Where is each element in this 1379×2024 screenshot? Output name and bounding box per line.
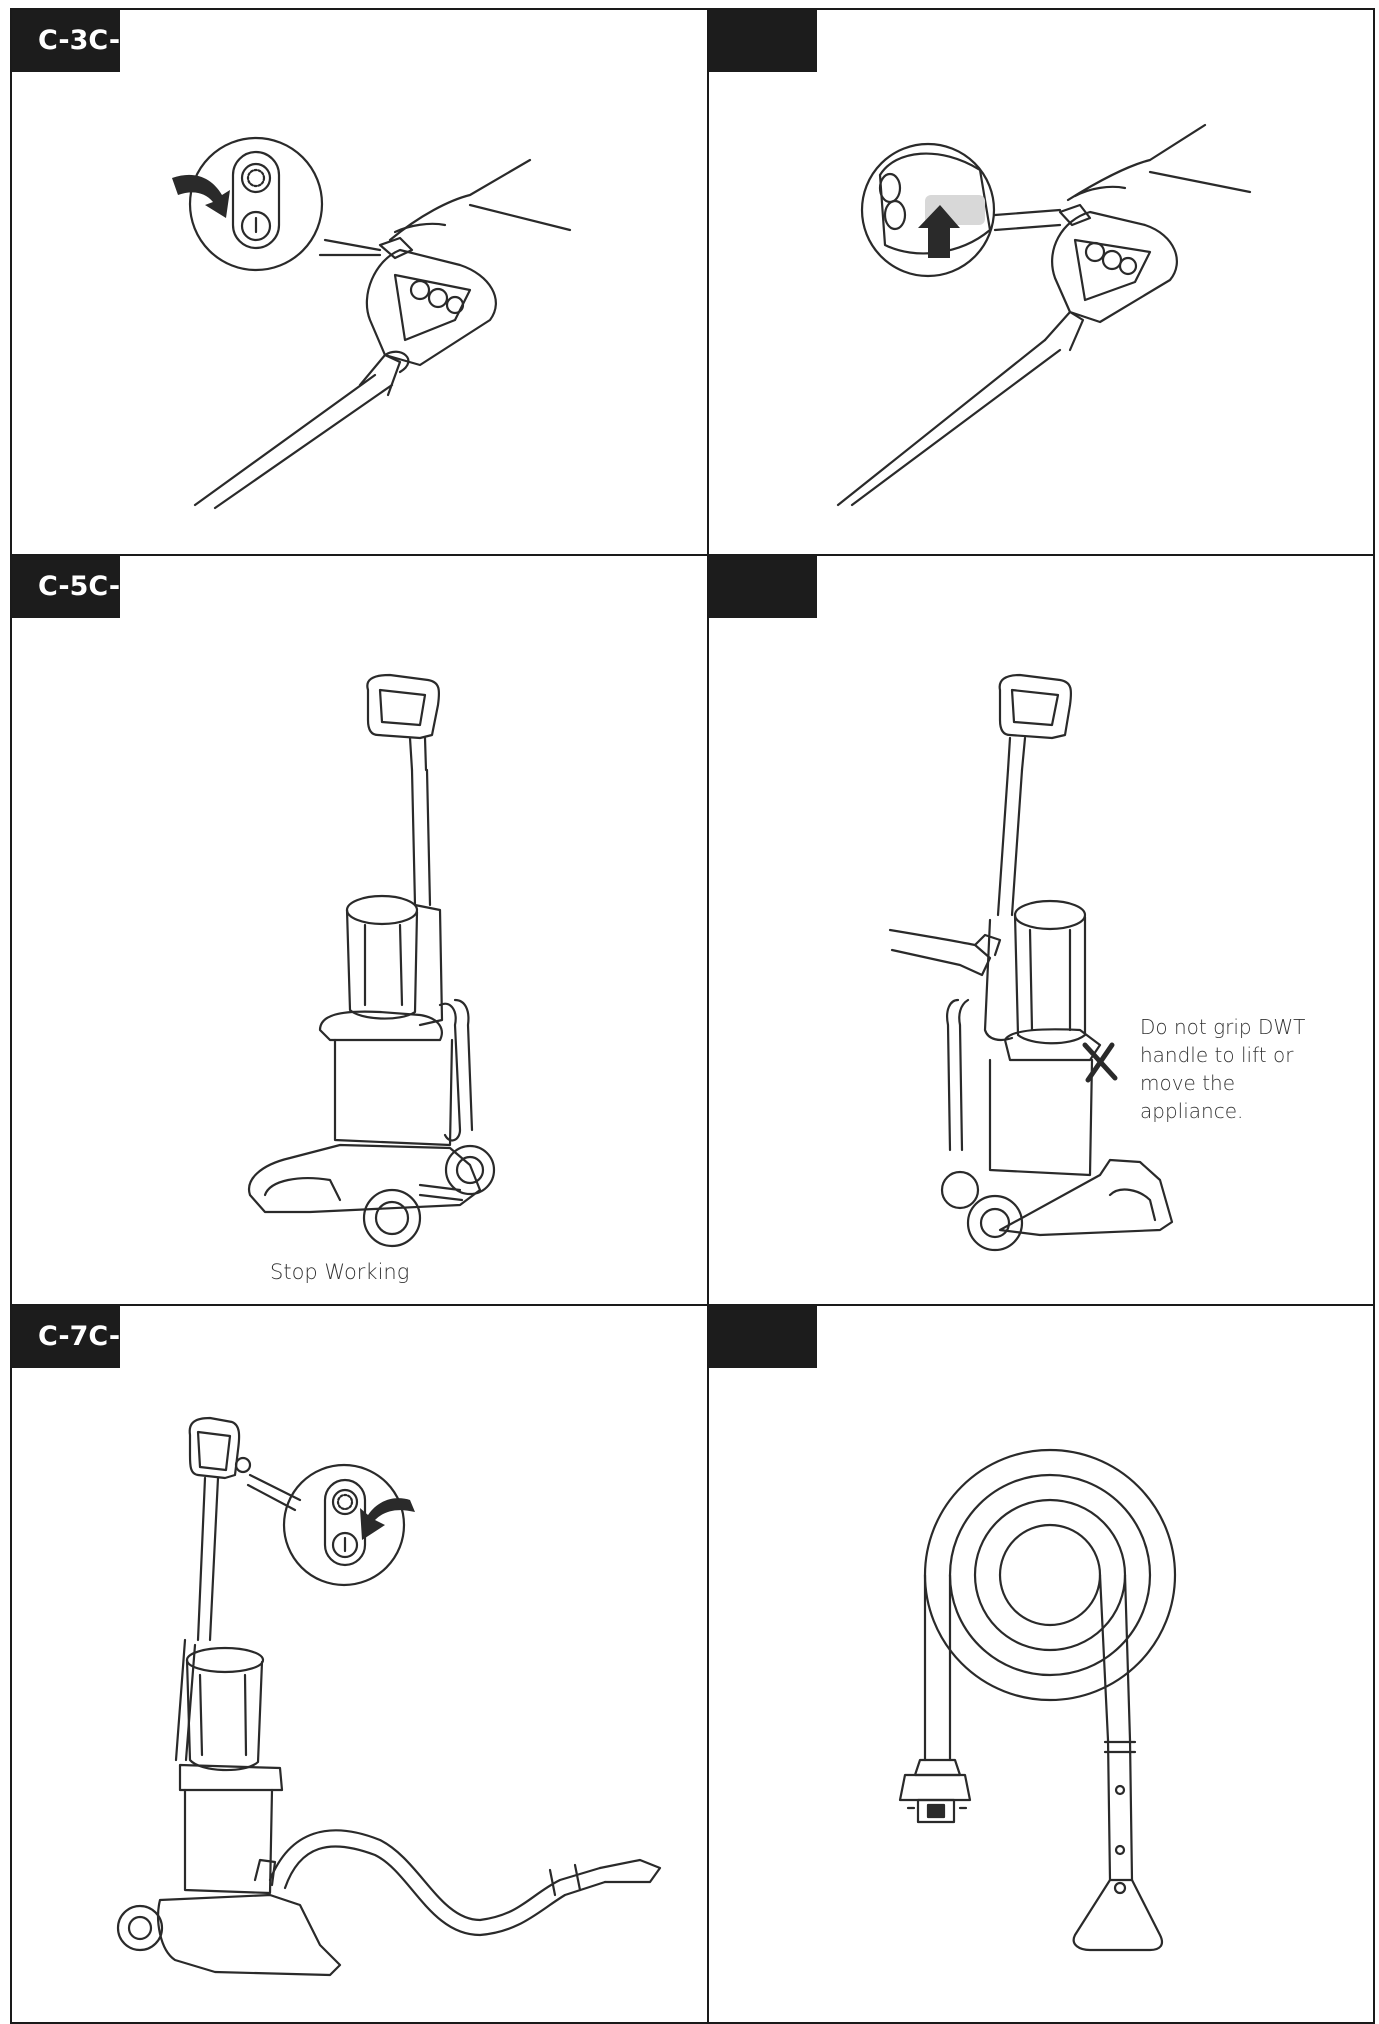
up-arrow-icon [918,205,960,258]
upright-machine-illustration [247,673,496,1248]
panel-c5c: C-5C- [10,554,709,1306]
coiled-hose-illustration [898,1448,1177,1952]
handle-slide-illustration [836,123,1252,507]
power-button-icon [188,136,324,272]
rotate-arrow-icon [360,1498,415,1540]
hose-attached-illustration [116,1416,662,1977]
warning-caption: Do not grip DWT handle to lift or move t… [1140,1015,1306,1123]
handle-press-illustration [193,158,572,510]
panel-c3c: C-3C- [10,8,709,556]
rotate-arrow-icon [172,174,230,218]
panel-c8c [707,1304,1375,2024]
panel-c6c [707,554,1375,1306]
panel-label [709,10,817,72]
panel-label [709,556,817,618]
cross-mark-icon [1082,1042,1118,1083]
lifting-warning-illustration [888,673,1174,1252]
slide-switch-icon [860,142,996,278]
panel-label: C-7C- [12,1306,120,1368]
panel-label [709,1306,817,1368]
power-button-icon [246,1463,406,1587]
panel-c4c [707,8,1375,556]
stop-working-caption: Stop Working [270,1260,410,1284]
panel-label: C-5C- [12,556,120,618]
panel-label: C-3C- [12,10,120,72]
